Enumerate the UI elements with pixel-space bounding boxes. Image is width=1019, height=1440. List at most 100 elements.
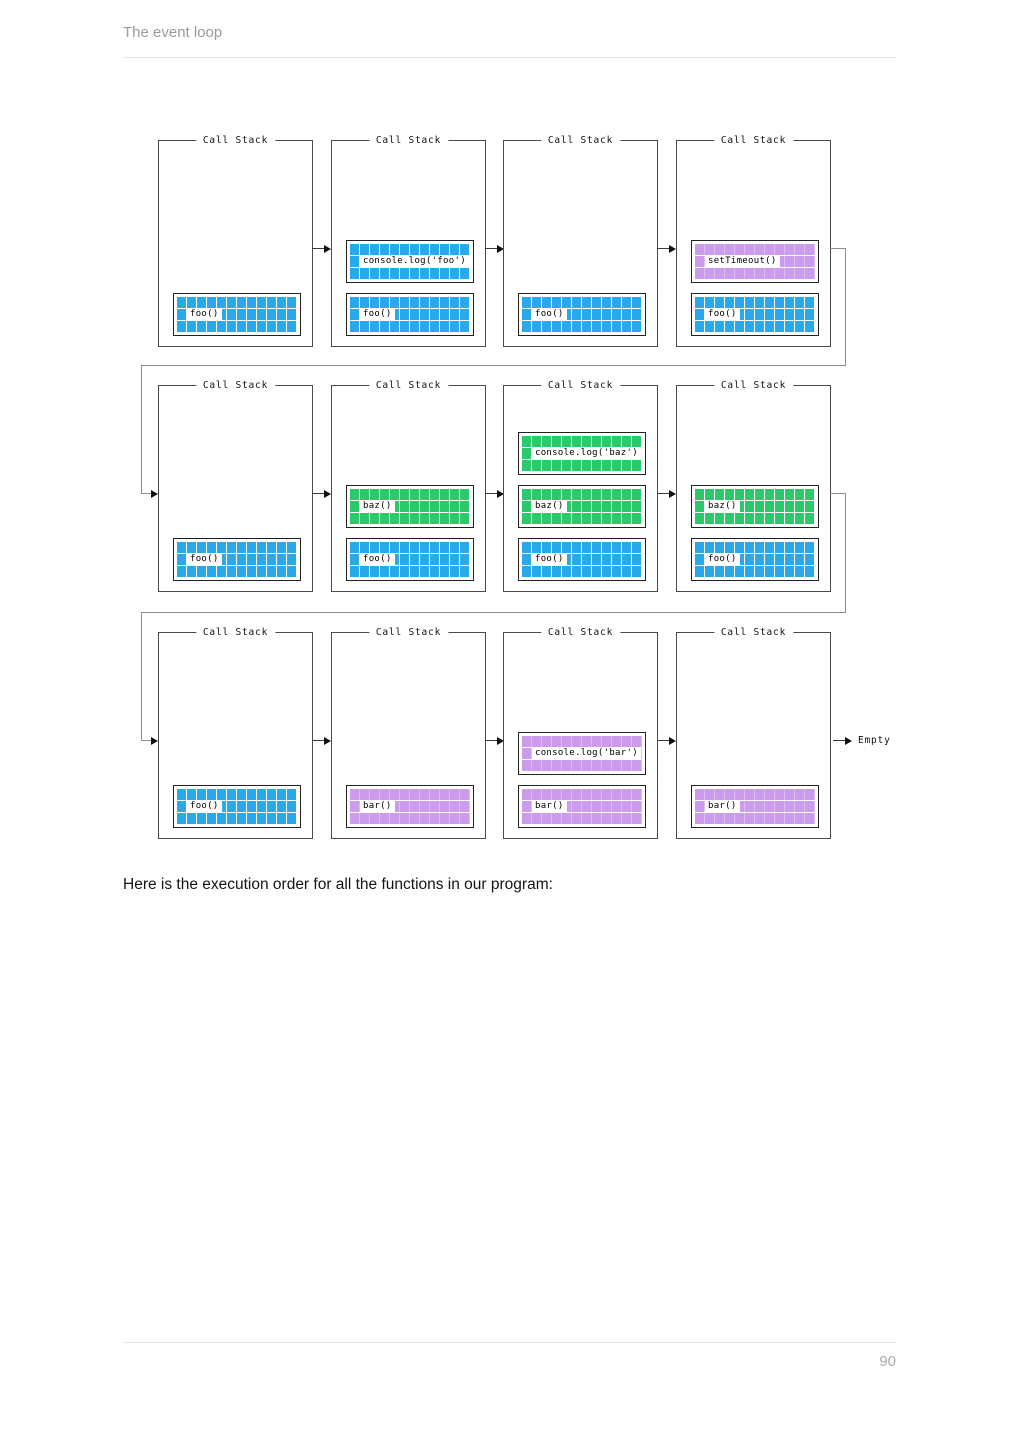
call-stack-box: Call Stack foo() setTimeout() (676, 134, 831, 347)
arrowhead-icon (324, 490, 331, 498)
page-number: 90 (879, 1353, 896, 1370)
call-stack-title: Call Stack (540, 626, 621, 639)
call-stack-box: Call Stack foo() console.log('foo') (331, 134, 486, 347)
call-stack-box: Call Stack bar() (676, 626, 831, 839)
stack-frame-tiles (522, 297, 642, 332)
stack-frame: baz() (518, 485, 646, 528)
stack-frame-label: foo() (705, 554, 740, 565)
stack-frame: foo() (173, 293, 301, 336)
stack-frame: foo() (173, 538, 301, 581)
connector-line (141, 740, 151, 741)
connector-line (830, 248, 846, 249)
stack-frame: foo() (691, 538, 819, 581)
stack-frame-label: foo() (705, 309, 740, 320)
connector-line (485, 740, 497, 741)
stack-frame-label: baz() (360, 501, 395, 512)
connector-line (657, 493, 669, 494)
stack-frame-label: console.log('bar') (532, 748, 641, 759)
connector-line (141, 365, 846, 366)
stack-frame: foo() (173, 785, 301, 828)
call-stack-box: Call Stack bar() (331, 626, 486, 839)
empty-label: Empty (858, 735, 891, 746)
call-stack-box: Call Stack bar() console.log('bar') (503, 626, 658, 839)
stack-frame-label: baz() (532, 501, 567, 512)
arrowhead-icon (669, 490, 676, 498)
connector-line (312, 740, 324, 741)
stack-frame: setTimeout() (691, 240, 819, 283)
arrowhead-icon (497, 737, 504, 745)
call-stack-title: Call Stack (368, 626, 449, 639)
stack-frame: baz() (346, 485, 474, 528)
connector-line (657, 740, 669, 741)
connector-line (485, 493, 497, 494)
stack-frame-label: foo() (532, 309, 567, 320)
connector-line (312, 248, 324, 249)
stack-frame: foo() (518, 293, 646, 336)
call-stack-title: Call Stack (713, 626, 794, 639)
stack-frame: bar() (346, 785, 474, 828)
caption-text: Here is the execution order for all the … (123, 876, 553, 893)
stack-frame: foo() (518, 538, 646, 581)
stack-frame-label: bar() (532, 801, 567, 812)
connector-line (657, 248, 669, 249)
connector-line (312, 493, 324, 494)
stack-frame-label: console.log('foo') (360, 256, 469, 267)
connector-line (141, 365, 142, 494)
call-stack-title: Call Stack (195, 379, 276, 392)
connector-line (830, 493, 846, 494)
call-stack-box: Call Stack foo() baz() (331, 379, 486, 592)
stack-frame-label: console.log('baz') (532, 448, 641, 459)
call-stack-title: Call Stack (195, 134, 276, 147)
connector-line (845, 493, 846, 613)
call-stack-title: Call Stack (368, 379, 449, 392)
arrowhead-icon (151, 737, 158, 745)
call-stack-box: Call Stack foo() (158, 626, 313, 839)
stack-frame-label: bar() (705, 801, 740, 812)
arrowhead-icon (151, 490, 158, 498)
arrowhead-icon (669, 245, 676, 253)
stack-frame-label: foo() (360, 554, 395, 565)
connector-line (485, 248, 497, 249)
call-stack-box: Call Stack foo() baz() console.log('baz') (503, 379, 658, 592)
call-stack-title: Call Stack (195, 626, 276, 639)
arrowhead-icon (669, 737, 676, 745)
call-stack-title: Call Stack (713, 379, 794, 392)
call-stack-box: Call Stack foo() (158, 379, 313, 592)
connector-line (141, 612, 846, 613)
stack-frame: console.log('baz') (518, 432, 646, 475)
stack-frame: foo() (346, 293, 474, 336)
connector-line (141, 493, 151, 494)
call-stack-title: Call Stack (540, 134, 621, 147)
stack-frame: bar() (518, 785, 646, 828)
arrowhead-icon (324, 737, 331, 745)
stack-frame: console.log('bar') (518, 732, 646, 775)
page-header-title: The event loop (123, 24, 223, 41)
stack-frame-label: setTimeout() (705, 256, 780, 267)
stack-frame-label: bar() (360, 801, 395, 812)
call-stack-box: Call Stack foo() baz() (676, 379, 831, 592)
stack-frame: baz() (691, 485, 819, 528)
connector-line (845, 248, 846, 366)
connector-line (833, 740, 845, 741)
header-rule (123, 57, 896, 58)
footer-rule (123, 1342, 896, 1343)
stack-frame: bar() (691, 785, 819, 828)
stack-frame-label: foo() (187, 309, 222, 320)
arrowhead-icon (497, 490, 504, 498)
stack-frame: console.log('foo') (346, 240, 474, 283)
stack-frame-label: foo() (360, 309, 395, 320)
stack-frame-label: baz() (705, 501, 740, 512)
stack-frame: foo() (346, 538, 474, 581)
call-stack-box: Call Stack foo() (158, 134, 313, 347)
stack-frame-tiles (177, 789, 297, 824)
call-stack-title: Call Stack (368, 134, 449, 147)
stack-frame-label: foo() (532, 554, 567, 565)
call-stack-title: Call Stack (540, 379, 621, 392)
stack-frame-label: foo() (187, 554, 222, 565)
arrowhead-icon (845, 737, 852, 745)
arrowhead-icon (324, 245, 331, 253)
call-stack-title: Call Stack (713, 134, 794, 147)
arrowhead-icon (497, 245, 504, 253)
